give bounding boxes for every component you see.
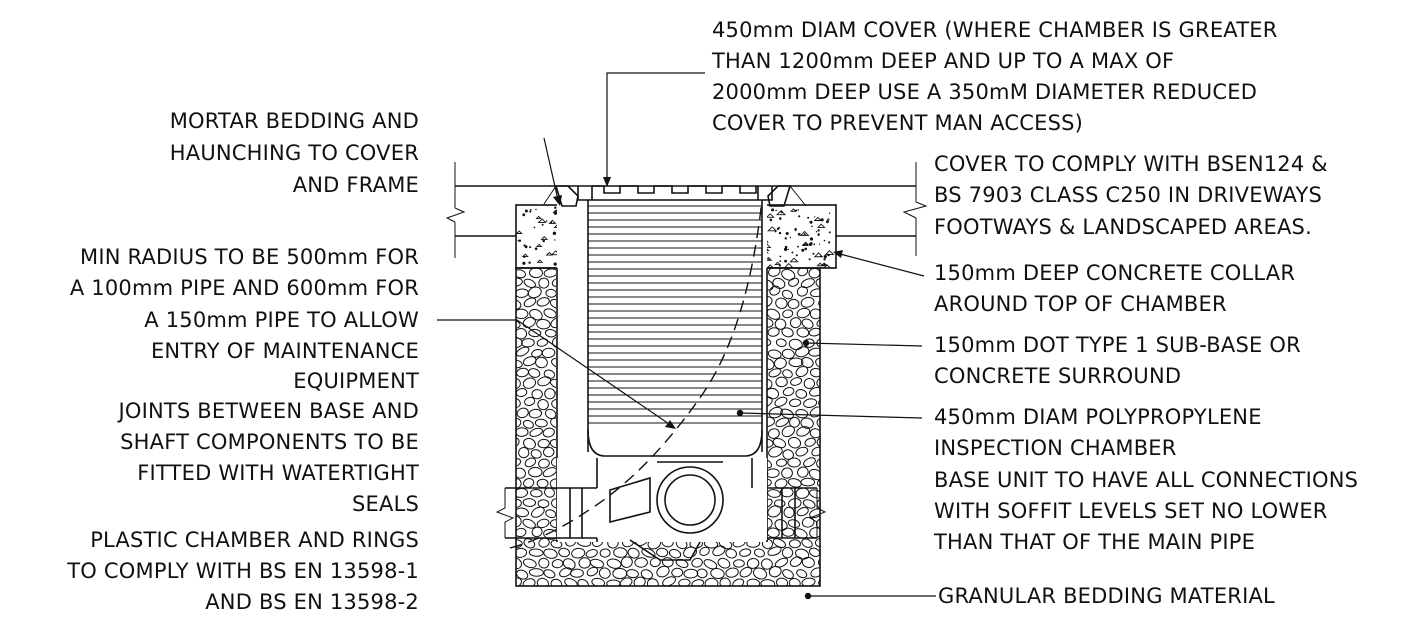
- label-cover-line-2: THAN 1200mm DEEP AND UP TO A MAX OF: [711, 49, 1174, 73]
- label-comply-cover-line-2: BS 7903 CLASS C250 IN DRIVEWAYS: [934, 183, 1322, 207]
- label-plastic-line-2: TO COMPLY WITH BS EN 13598-1: [66, 559, 419, 583]
- label-chamber-line-2: INSPECTION CHAMBER: [934, 436, 1177, 460]
- label-base-unit-line-1: BASE UNIT TO HAVE ALL CONNECTIONS: [934, 468, 1358, 492]
- label-plastic-line-1: PLASTIC CHAMBER AND RINGS: [90, 528, 419, 552]
- label-mortar-line-3: AND FRAME: [293, 173, 419, 197]
- label-collar-line-1: 150mm DEEP CONCRETE COLLAR: [934, 261, 1295, 285]
- label-subbase-line-1: 150mm DOT TYPE 1 SUB-BASE OR: [934, 333, 1301, 357]
- label-joints-line-1: JOINTS BETWEEN BASE AND: [116, 399, 419, 423]
- label-joints: JOINTS BETWEEN BASE AND SHAFT COMPONENTS…: [116, 399, 419, 516]
- label-joints-line-3: FITTED WITH WATERTIGHT: [137, 461, 419, 485]
- label-plastic: PLASTIC CHAMBER AND RINGS TO COMPLY WITH…: [66, 528, 419, 614]
- label-min-radius-line-1: MIN RADIUS TO BE 500mm FOR: [80, 245, 419, 269]
- label-granular: GRANULAR BEDDING MATERIAL: [938, 584, 1275, 608]
- label-base-unit: BASE UNIT TO HAVE ALL CONNECTIONS WITH S…: [933, 468, 1358, 554]
- ground-lines: [445, 162, 928, 258]
- label-mortar-line-2: HAUNCHING TO COVER: [170, 141, 419, 165]
- label-min-radius-line-2: A 100mm PIPE AND 600mm FOR: [70, 276, 419, 300]
- label-granular-line-1: GRANULAR BEDDING MATERIAL: [938, 584, 1275, 608]
- label-cover: 450mm DIAM COVER (WHERE CHAMBER IS GREAT…: [711, 18, 1278, 135]
- label-comply-cover: COVER TO COMPLY WITH BSEN124 & BS 7903 C…: [934, 152, 1328, 239]
- label-cover-line-4: COVER TO PREVENT MAN ACCESS): [712, 111, 1083, 135]
- label-cover-line-3: 2000mm DEEP USE A 350mM DIAMETER REDUCED: [712, 80, 1257, 104]
- label-mortar-line-1: MORTAR BEDDING AND: [170, 109, 419, 133]
- label-collar-line-2: AROUND TOP OF CHAMBER: [934, 292, 1227, 316]
- label-joints-line-2: SHAFT COMPONENTS TO BE: [120, 430, 419, 454]
- label-comply-cover-line-3: FOOTWAYS & LANDSCAPED AREAS.: [934, 215, 1312, 239]
- label-min-radius-line-3: A 150mm PIPE TO ALLOW: [144, 308, 419, 332]
- label-mortar: MORTAR BEDDING AND HAUNCHING TO COVER AN…: [170, 109, 419, 197]
- label-base-unit-line-3: THAN THAT OF THE MAIN PIPE: [933, 530, 1255, 554]
- label-min-radius: MIN RADIUS TO BE 500mm FOR A 100mm PIPE …: [70, 245, 419, 393]
- cover-frame: [543, 185, 807, 207]
- min-radius-arc: [509, 199, 763, 549]
- label-plastic-line-3: AND BS EN 13598-2: [205, 590, 419, 614]
- label-min-radius-line-4: ENTRY OF MAINTENANCE: [151, 339, 419, 363]
- label-joints-line-4: SEALS: [352, 492, 419, 516]
- label-subbase-line-2: CONCRETE SURROUND: [934, 364, 1181, 388]
- label-min-radius-line-5: EQUIPMENT: [293, 369, 419, 393]
- label-base-unit-line-2: WITH SOFFIT LEVELS SET NO LOWER: [934, 499, 1328, 523]
- label-chamber: 450mm DIAM POLYPROPYLENE INSPECTION CHAM…: [934, 405, 1262, 460]
- base-unit: [495, 458, 827, 561]
- label-comply-cover-line-1: COVER TO COMPLY WITH BSEN124 &: [934, 152, 1328, 176]
- leader-lines: [437, 72, 936, 600]
- label-collar: 150mm DEEP CONCRETE COLLAR AROUND TOP OF…: [934, 261, 1295, 316]
- label-cover-line-1: 450mm DIAM COVER (WHERE CHAMBER IS GREAT…: [712, 18, 1278, 42]
- label-chamber-line-1: 450mm DIAM POLYPROPYLENE: [934, 405, 1262, 429]
- label-subbase: 150mm DOT TYPE 1 SUB-BASE OR CONCRETE SU…: [934, 333, 1301, 388]
